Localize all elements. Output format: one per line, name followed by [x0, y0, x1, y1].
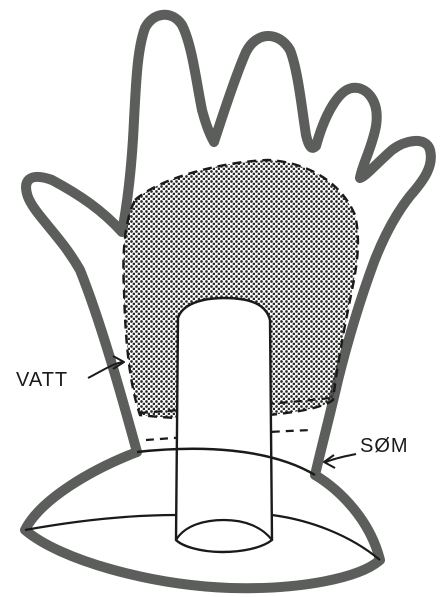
base-inner-line-left	[25, 515, 176, 530]
seam-label: SØM	[360, 435, 409, 457]
finger-tube	[176, 298, 272, 552]
padding-label: VATT	[16, 369, 68, 391]
